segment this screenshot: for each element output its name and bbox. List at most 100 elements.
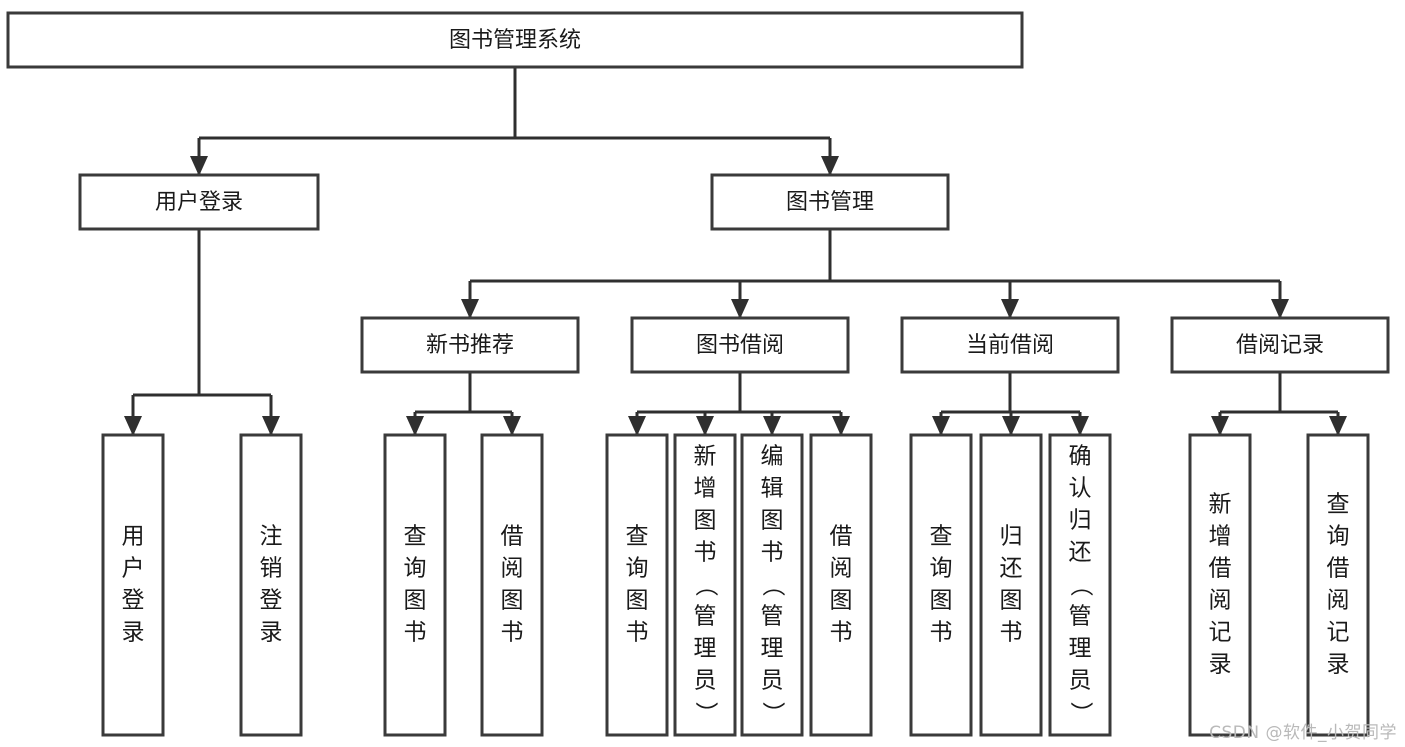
node-label-char: 管: [694, 604, 717, 630]
node-label-char: 管: [1069, 604, 1092, 630]
node-label-char: 新: [694, 444, 717, 470]
node-label-char: 用: [122, 524, 145, 550]
node-box[interactable]: [1188, 433, 1252, 737]
node-borrow-record[interactable]: 借阅记录: [1170, 316, 1390, 374]
node-label-char: ）: [693, 702, 719, 725]
arrow-head-icon: [628, 416, 646, 436]
node-label-char: 增: [1209, 524, 1232, 550]
arrow-head-icon: [932, 416, 950, 436]
node-label-char: 书: [501, 620, 524, 646]
arrow-head-icon: [503, 416, 521, 436]
node-label-char: 询: [1327, 524, 1350, 550]
node-label-char: 查: [1327, 492, 1350, 518]
node-box[interactable]: [1306, 433, 1370, 737]
node-label-char: 阅: [1209, 588, 1232, 614]
node-label-char: 阅: [830, 556, 853, 582]
node-box[interactable]: [6, 11, 1024, 69]
node-box[interactable]: [710, 173, 950, 231]
node-box[interactable]: [78, 173, 320, 231]
node-book-manage[interactable]: 图书管理: [710, 173, 950, 231]
node-label-char: （: [693, 574, 719, 597]
node-user-login[interactable]: 用户登录: [78, 173, 320, 231]
arrow-head-icon: [832, 416, 850, 436]
node-label-char: 登: [122, 588, 145, 614]
node-label-char: 图: [694, 508, 717, 534]
node-label-char: 借: [1327, 556, 1350, 582]
node-book-borrow[interactable]: 图书借阅: [630, 316, 850, 374]
arrow-head-icon: [461, 299, 479, 319]
node-current-borrow[interactable]: 当前借阅: [900, 316, 1120, 374]
node-label-char: 书: [830, 620, 853, 646]
arrow-head-icon: [1002, 416, 1020, 436]
connectors-layer: [124, 67, 1347, 436]
node-label-char: 图: [626, 588, 649, 614]
node-label-char: 借: [501, 524, 524, 550]
node-new-book-recommend[interactable]: 新书推荐: [360, 316, 580, 374]
node-label-char: 注: [260, 524, 283, 550]
node-label-char: 户: [122, 556, 145, 582]
node-label-char: 书: [930, 620, 953, 646]
node-label: 图书管理: [786, 190, 874, 215]
node-label-char: 编: [761, 444, 784, 470]
node-label: 图书管理系统: [449, 28, 581, 53]
node-box[interactable]: [673, 433, 737, 737]
node-label-char: 询: [626, 556, 649, 582]
node-label-char: 录: [260, 620, 283, 646]
node-label-char: 新: [1209, 492, 1232, 518]
node-box[interactable]: [1048, 433, 1112, 737]
node-label-char: 记: [1209, 620, 1232, 646]
node-box[interactable]: [809, 433, 873, 737]
node-box[interactable]: [740, 433, 804, 737]
arrow-head-icon: [406, 416, 424, 436]
node-label-char: 图: [830, 588, 853, 614]
arrow-head-icon: [1001, 299, 1019, 319]
node-box[interactable]: [239, 433, 303, 737]
node-label-char: 销: [260, 556, 283, 582]
node-label: 用户登录: [155, 190, 243, 215]
node-box[interactable]: [605, 433, 669, 737]
arrow-head-icon: [1329, 416, 1347, 436]
node-box[interactable]: [360, 316, 580, 374]
node-box[interactable]: [480, 433, 544, 737]
node-label-char: 录: [1327, 652, 1350, 678]
node-label-char: 借: [830, 524, 853, 550]
node-label-char: 员: [1069, 668, 1092, 694]
node-root[interactable]: 图书管理系统: [6, 11, 1024, 69]
arrow-head-icon: [124, 416, 142, 436]
node-box[interactable]: [101, 433, 165, 737]
node-leaf-user-login[interactable]: 用户登录: [101, 433, 165, 737]
node-box[interactable]: [900, 316, 1120, 374]
node-label-char: 查: [626, 524, 649, 550]
node-label-char: 询: [930, 556, 953, 582]
node-label-char: 图: [501, 588, 524, 614]
node-label: 图书借阅: [696, 333, 784, 358]
node-box[interactable]: [909, 433, 973, 737]
node-label-char: 理: [694, 636, 717, 662]
arrow-head-icon: [696, 416, 714, 436]
node-box[interactable]: [1170, 316, 1390, 374]
arrow-head-icon: [1271, 299, 1289, 319]
node-label-char: 图: [404, 588, 427, 614]
arrow-head-icon: [190, 156, 208, 176]
node-label-char: 阅: [1327, 588, 1350, 614]
node-label-char: 增: [694, 476, 717, 502]
node-box[interactable]: [383, 433, 447, 737]
node-label-char: 录: [1209, 652, 1232, 678]
node-label-char: 归: [1000, 524, 1023, 550]
node-box[interactable]: [630, 316, 850, 374]
node-box[interactable]: [979, 433, 1043, 737]
node-label: 新书推荐: [426, 333, 514, 358]
node-label-char: 书: [694, 540, 717, 566]
